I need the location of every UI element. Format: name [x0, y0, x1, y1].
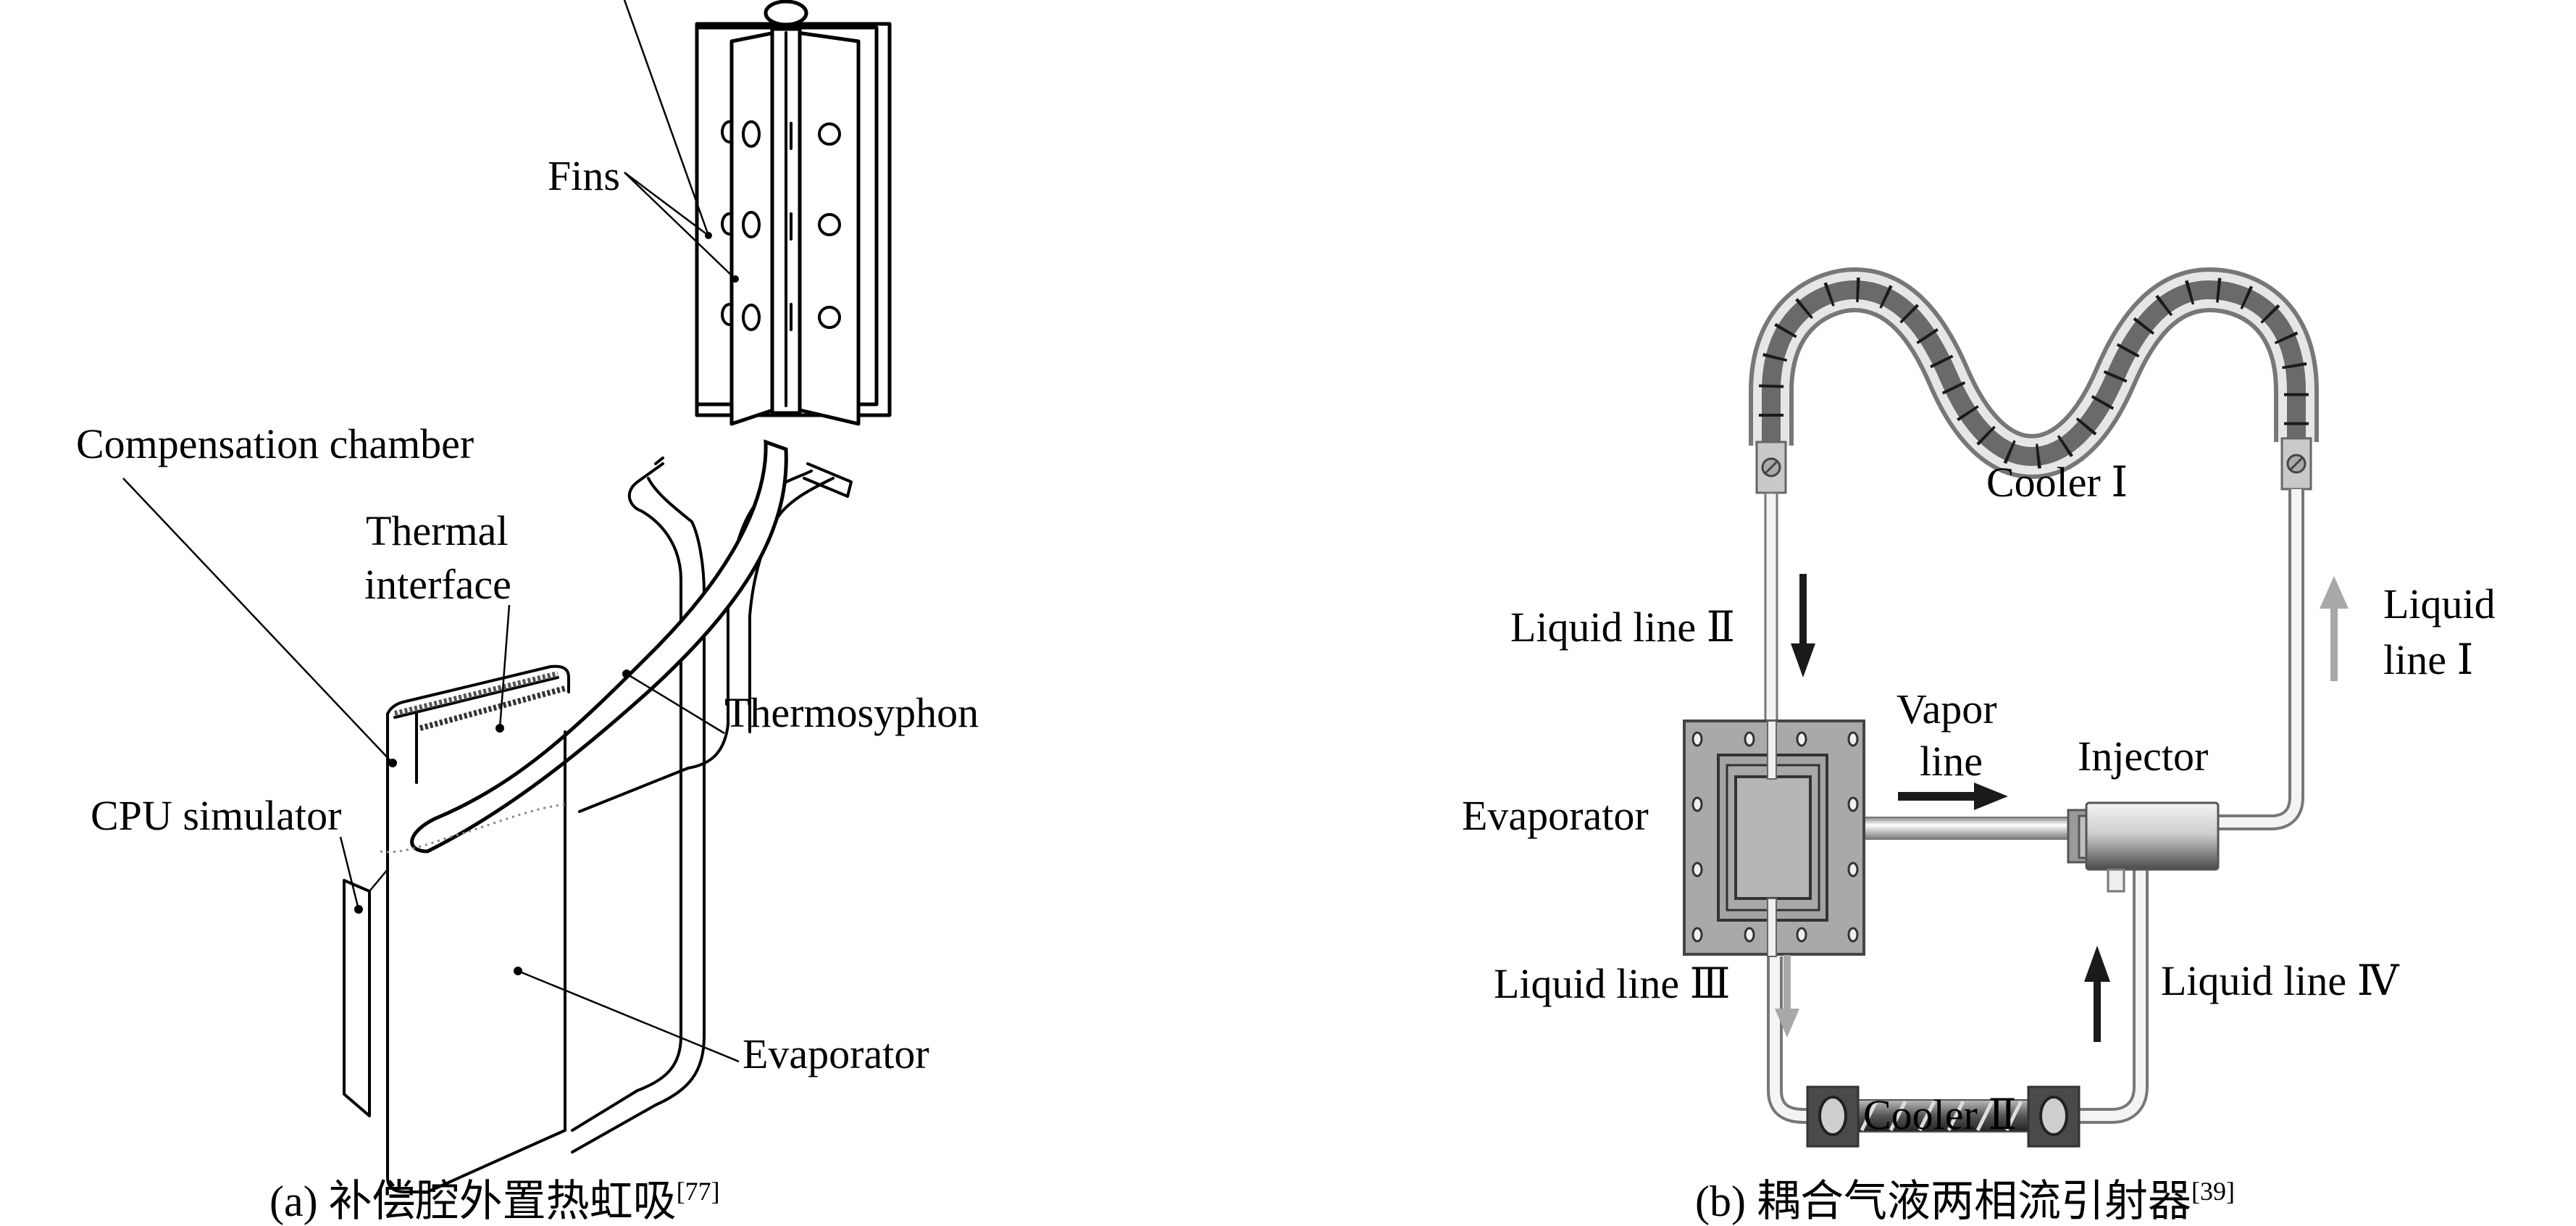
label-fins: Fins	[548, 152, 620, 199]
evaporator-bolts	[1691, 731, 1859, 943]
fins-leader	[623, 0, 739, 283]
label-liquid-line-4: Liquid line Ⅳ	[2161, 957, 2400, 1004]
caption-a-text: 补偿腔外置热虹吸	[329, 1177, 677, 1225]
cooler-2	[1806, 1085, 2081, 1148]
caption-b-text: 耦合气液两相流引射器	[1757, 1177, 2191, 1225]
label-evaporator-a: Evaporator	[743, 1030, 929, 1077]
label-thermal-interface-2: interface	[364, 561, 511, 608]
label-thermosyphon: Thermosyphon	[724, 689, 979, 736]
label-cooler-1: Cooler Ⅰ	[1986, 459, 2128, 506]
label-vapor-line-b: line	[1920, 738, 1983, 785]
label-injector: Injector	[2078, 733, 2208, 780]
label-compensation-chamber: Compensation chamber	[76, 420, 474, 467]
label-liquid-line-1-a: Liquid	[2383, 580, 2496, 627]
injector	[2067, 801, 2220, 893]
figure-b-injector-diagram: Cooler Ⅰ Liquid line Ⅱ Liquid line Ⅰ Vap…	[1462, 267, 2496, 1225]
caption-b-ref: [39]	[2191, 1177, 2235, 1206]
label-evaporator-b: Evaporator	[1462, 792, 1649, 839]
caption-a-prefix: (a)	[269, 1177, 329, 1225]
thermosyphon-pipes	[410, 439, 853, 1154]
pipes	[1764, 489, 2304, 1124]
fins-assembly	[695, 0, 892, 426]
label-cooler-2: Cooler Ⅱ	[1863, 1091, 2017, 1138]
cooler-1	[1749, 267, 2319, 494]
figure-a-thermosyphon-diagram: Fins Compensation chamber Thermal interf…	[76, 0, 979, 1225]
label-thermal-interface-1: Thermal	[366, 507, 508, 554]
arrow-right-vapor-line	[1898, 783, 2008, 810]
flow-arrows	[1775, 574, 2349, 1042]
arrow-down-liquid-line-3	[1775, 955, 1799, 1038]
arrow-down-liquid-line-2	[1791, 574, 1815, 677]
arrow-up-liquid-line-4	[2084, 946, 2110, 1042]
caption-b-prefix: (b)	[1695, 1177, 1757, 1225]
fin-holes	[721, 120, 841, 331]
caption-a-ref: [77]	[677, 1177, 720, 1206]
label-liquid-line-2: Liquid line Ⅱ	[1510, 604, 1735, 651]
label-vapor-line-a: Vapor	[1897, 685, 1997, 733]
leader-lines-a	[122, 478, 740, 1063]
label-cpu-simulator: CPU simulator	[91, 792, 341, 839]
label-liquid-line-3: Liquid line Ⅲ	[1494, 960, 1731, 1007]
label-liquid-line-1-b: line Ⅰ	[2383, 636, 2473, 683]
evaporator-body	[343, 664, 570, 1193]
caption-a: (a) 补偿腔外置热虹吸[77]	[269, 1177, 720, 1225]
evaporator-b	[1683, 720, 1865, 957]
caption-b: (b) 耦合气液两相流引射器[39]	[1695, 1177, 2235, 1225]
arrow-up-liquid-line-1	[2320, 576, 2349, 681]
